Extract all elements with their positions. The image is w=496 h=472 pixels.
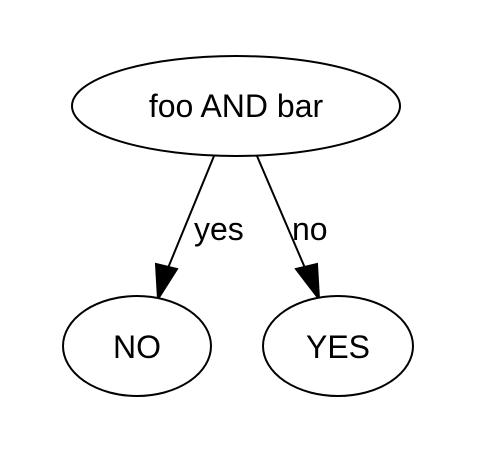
node-foo-and-bar: foo AND bar — [71, 55, 401, 157]
edge-root-to-no-arrowhead — [154, 262, 179, 303]
node-yes-ellipse — [262, 295, 414, 397]
edge-root-to-no: yes — [154, 155, 244, 303]
node-yes-label: YES — [306, 329, 370, 365]
node-foo-and-bar-label: foo AND bar — [149, 88, 324, 124]
edge-label-no: no — [292, 211, 328, 247]
node-no-ellipse — [62, 295, 212, 397]
node-no-label: NO — [113, 329, 161, 365]
node-yes: YES — [262, 295, 414, 397]
edge-root-to-no-line — [167, 155, 215, 269]
node-foo-and-bar-ellipse — [71, 55, 401, 157]
edge-root-to-yes-arrowhead — [294, 262, 321, 303]
edge-root-to-yes-line — [256, 155, 306, 269]
edge-label-yes: yes — [194, 211, 244, 247]
edge-root-to-yes: no — [256, 155, 328, 303]
node-no: NO — [62, 295, 212, 397]
